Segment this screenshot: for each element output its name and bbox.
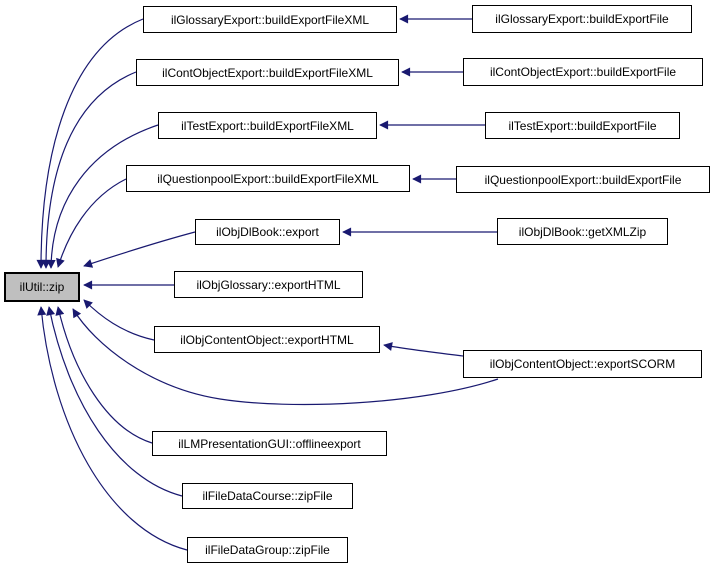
node-ilContObjectExport-buildExportFile[interactable]: ilContObjectExport::buildExportFile — [463, 58, 703, 86]
edge-contentSCORM-to-contentHTML — [383, 342, 464, 357]
edge-lmOffline-to-zip — [55, 306, 153, 444]
edge-groupZip-to-zip — [37, 306, 188, 551]
node-ilFileDataGroup-zipFile[interactable]: ilFileDataGroup::zipFile — [187, 537, 348, 563]
node-ilObjDlBook-getXMLZip[interactable]: ilObjDlBook::getXMLZip — [497, 218, 668, 245]
node-ilObjGlossary-exportHTML[interactable]: ilObjGlossary::exportHTML — [174, 271, 363, 298]
node-ilGlossaryExport-buildExportFile[interactable]: ilGlossaryExport::buildExportFile — [472, 5, 692, 33]
edge-contXML-to-zip — [41, 71, 137, 269]
node-ilObjContentObject-exportHTML[interactable]: ilObjContentObject::exportHTML — [154, 326, 380, 353]
node-ilQuestionpoolExport-buildExportFileXML[interactable]: ilQuestionpoolExport::buildExportFileXML — [126, 165, 410, 192]
node-ilGlossaryExport-buildExportFileXML[interactable]: ilGlossaryExport::buildExportFileXML — [143, 6, 397, 33]
node-ilFileDataCourse-zipFile[interactable]: ilFileDataCourse::zipFile — [182, 483, 353, 509]
node-ilObjDlBook-export[interactable]: ilObjDlBook::export — [195, 219, 340, 245]
node-ilObjContentObject-exportSCORM[interactable]: ilObjContentObject::exportSCORM — [463, 350, 702, 378]
node-ilUtil-zip: ilUtil::zip — [4, 272, 80, 302]
edge-courseZip-to-zip — [46, 306, 183, 497]
node-ilQuestionpoolExport-buildExportFile[interactable]: ilQuestionpoolExport::buildExportFile — [456, 166, 710, 193]
edge-qplXML-to-zip — [56, 178, 127, 268]
node-ilLMPresentationGUI-offlineexport[interactable]: ilLMPresentationGUI::offlineexport — [152, 431, 387, 456]
edge-glossaryXML-to-zip — [36, 18, 144, 269]
edge-contentHTML-to-zip — [83, 299, 155, 341]
edge-dlbookExport-to-zip — [83, 231, 196, 268]
node-ilTestExport-buildExportFile[interactable]: ilTestExport::buildExportFile — [485, 112, 680, 139]
node-ilTestExport-buildExportFileXML[interactable]: ilTestExport::buildExportFileXML — [158, 112, 377, 139]
edge-testXML-to-zip — [46, 124, 159, 269]
edge-contentSCORM-to-zip — [72, 308, 499, 406]
node-ilContObjectExport-buildExportFileXML[interactable]: ilContObjectExport::buildExportFileXML — [136, 59, 399, 86]
